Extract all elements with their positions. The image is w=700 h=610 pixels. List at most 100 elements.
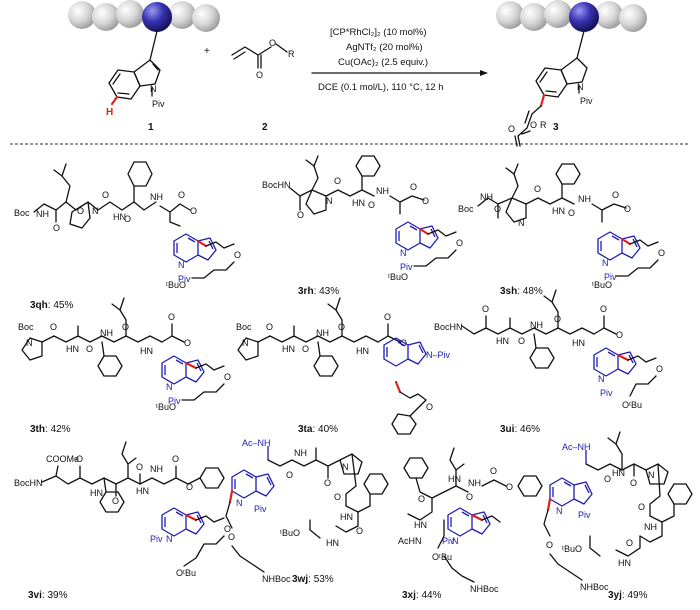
compound-3qh-caption: 3qh: 45%: [30, 300, 73, 311]
compound-3sh-id: 3sh: [500, 286, 517, 297]
3wj-o-5: O: [228, 532, 235, 542]
compound-3th-yield: 42%: [51, 424, 71, 435]
3vi-bochn: BocHN: [14, 478, 43, 488]
3xj-o-3: O: [490, 466, 497, 476]
3rh-o-4: O: [410, 182, 417, 192]
3yj-tbuo: ᵗBuO: [562, 544, 582, 554]
3vi-hn-2: HN: [136, 486, 149, 496]
3xj-otbu: OᵗBu: [432, 552, 452, 562]
product-atom-o-carbonyl: O: [508, 124, 515, 134]
compound-3yj-caption: 3yj: 49%: [608, 590, 648, 601]
compound-3ui-structure: BocHN O HN O NH O HN O O N Piv O OᵗBu: [434, 289, 663, 410]
3xj-nhboc: NHBoc: [470, 584, 499, 594]
compound-3yj-yield: 49%: [627, 590, 647, 601]
compound-3wj-yield: 53%: [314, 574, 334, 585]
3ta-hn-2: HN: [356, 346, 369, 356]
compound-3ui-id: 3ui: [500, 424, 515, 435]
3ta-o-4: O: [384, 312, 391, 322]
compound-3qh-yield: 45%: [53, 300, 73, 311]
3vi-hn: HN: [90, 488, 103, 498]
product-atom-n: N: [577, 82, 584, 92]
compound-3ta-yield: 40%: [318, 424, 338, 435]
3qh-n-pro: N: [92, 206, 99, 216]
3xj-indole-n: N: [452, 536, 459, 546]
compound-3qh-id: 3qh: [30, 300, 48, 311]
3th-o-2: O: [86, 344, 93, 354]
atom-n: N: [150, 84, 157, 94]
3ui-indole-n: N: [598, 374, 605, 384]
3ui-otbu: OᵗBu: [622, 400, 642, 410]
compound-3wj-caption: 3wj: 53%: [292, 574, 334, 585]
3sh-hn: HN: [552, 206, 565, 216]
3sh-n-pro: N: [518, 218, 525, 228]
3rh-tbuo: ᵗBuO: [388, 272, 408, 282]
atom-r: R: [288, 49, 295, 59]
condition-additive: AgNTf₂ (20 mol%): [346, 42, 423, 53]
3rh-nh: NH: [376, 186, 389, 196]
atom-h: H: [106, 107, 113, 118]
3th-o-5: O: [184, 338, 191, 348]
3yj-o-5: O: [546, 540, 553, 550]
3yj-hn: HN: [612, 468, 625, 478]
3ta-hn: HN: [282, 344, 295, 354]
product-atom-r: R: [540, 120, 547, 130]
compound-3sh-structure: Boc NH O N O HN O NH O O N Piv O ᵗBuO: [458, 163, 665, 290]
condition-solvent: DCE (0.1 mol/L), 110 °C, 12 h: [318, 82, 444, 93]
3vi-o-5: O: [186, 482, 193, 492]
3rh-hn: HN: [352, 198, 365, 208]
3xj-nh: NH: [468, 478, 481, 488]
3qh-nh-2: NH: [150, 192, 163, 202]
3rh-o-1: O: [297, 210, 304, 220]
3qh-boc-label: Boc: [14, 208, 30, 218]
plus-sign: +: [204, 46, 210, 57]
3th-piv: Piv: [168, 396, 181, 406]
3ui-o-4: O: [600, 304, 607, 314]
3vi-nh: NH: [150, 464, 163, 474]
3yj-piv: Piv: [578, 510, 591, 520]
3sh-o-4: O: [612, 190, 619, 200]
3th-o-6: O: [224, 372, 231, 382]
3xj-hn-2: HN: [448, 474, 461, 484]
3ui-o-5: O: [616, 330, 623, 340]
atom-o-ester: O: [269, 38, 276, 48]
3ui-piv: Piv: [600, 388, 613, 398]
compound-3ui-yield: 46%: [520, 424, 540, 435]
3qh-nh-1: NH: [36, 209, 49, 219]
3xj-o-1: O: [418, 494, 425, 504]
product-atom-o-ester: O: [530, 120, 537, 130]
3vi-o-4: O: [172, 454, 179, 464]
3th-boc: Boc: [18, 322, 34, 332]
3wj-acnh: Ac–NH: [242, 438, 271, 448]
3th-o-1: O: [50, 322, 57, 332]
3th-nh: NH: [100, 328, 113, 338]
resin-beads-right: [496, 0, 647, 32]
3wj-n-pro: N: [342, 462, 349, 472]
3ta-n-pro: N: [242, 338, 249, 348]
compound-3ta-structure: Boc N O HN O NH O HN O O N–Piv O: [236, 297, 451, 435]
3rh-o-6: O: [456, 238, 463, 248]
3th-o-4: O: [168, 312, 175, 322]
3qh-indole-n: N: [178, 260, 185, 270]
3wj-indole-n: N: [236, 498, 243, 508]
3vi-o-3: O: [136, 462, 143, 472]
reaction-conditions: [CP*RhCl₂]₂ (10 mol%) AgNTf₂ (20 mol%) C…: [311, 27, 488, 93]
3rh-piv: Piv: [400, 262, 413, 272]
3sh-nh: NH: [480, 192, 493, 202]
resin-beads-left: [68, 0, 220, 32]
3sh-o-2: O: [534, 184, 541, 194]
3yj-nhboc: NHBoc: [580, 582, 609, 592]
product-atom-piv: Piv: [580, 96, 593, 106]
3qh-o-3: O: [102, 190, 109, 200]
3rh-o-3: O: [368, 200, 375, 210]
3rh-o-5: O: [422, 196, 429, 206]
3wj-piv: Piv: [254, 504, 267, 514]
3qh-o-1: O: [53, 223, 60, 233]
3ui-o-2: O: [518, 336, 525, 346]
3ui-bochn: BocHN: [434, 322, 463, 332]
compound-3ta-id: 3ta: [298, 424, 313, 435]
compound-3sh-caption: 3sh: 48%: [500, 286, 543, 297]
compound-3ta-caption: 3ta: 40%: [298, 424, 338, 435]
3qh-o-4: O: [124, 214, 131, 224]
